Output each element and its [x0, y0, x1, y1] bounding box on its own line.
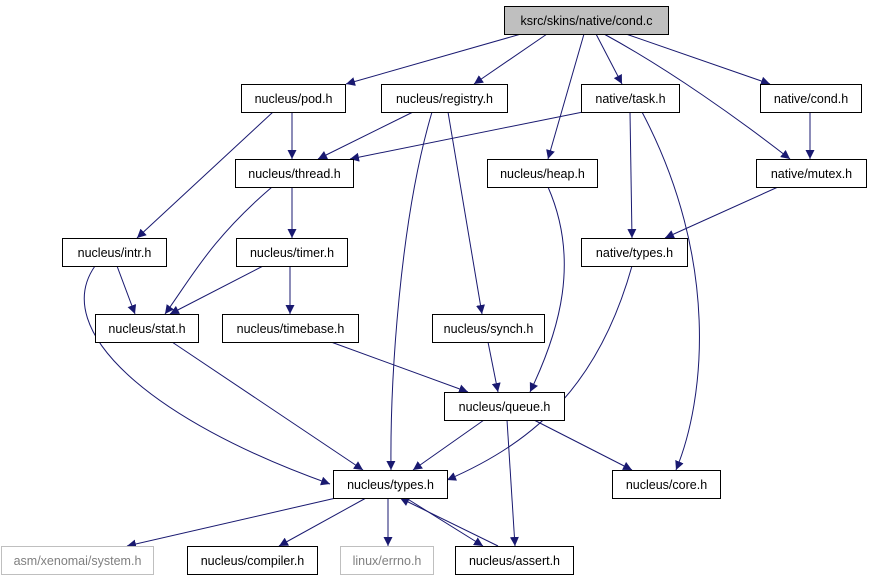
edge-ksrc-skins-native-cond-c-to-native-cond-h — [625, 33, 771, 86]
node-nucleus-stat-h[interactable]: nucleus/stat.h — [95, 314, 199, 343]
edge-nucleus-registry-h-to-nucleus-synch-h — [447, 111, 485, 315]
node-native-task-h[interactable]: native/task.h — [581, 84, 680, 113]
node-linux-errno-h: linux/errno.h — [340, 546, 434, 575]
node-nucleus-types-h[interactable]: nucleus/types.h — [333, 470, 448, 499]
node-nucleus-compiler-h[interactable]: nucleus/compiler.h — [187, 546, 318, 575]
edge-nucleus-types-h-to-nucleus-assert-h — [405, 497, 484, 547]
node-label: native/mutex.h — [771, 167, 852, 181]
edge-nucleus-types-h-to-nucleus-compiler-h — [278, 497, 367, 547]
node-label: nucleus/timebase.h — [237, 322, 345, 336]
node-nucleus-timer-h[interactable]: nucleus/timer.h — [236, 238, 348, 267]
node-label: native/task.h — [595, 92, 665, 106]
node-native-types-h[interactable]: native/types.h — [581, 238, 688, 267]
edge-nucleus-types-h-to-asm-xenomai-system-h — [126, 497, 337, 549]
edge-native-mutex-h-to-native-types-h — [664, 186, 779, 239]
node-label: ksrc/skins/native/cond.c — [521, 14, 653, 28]
node-label: native/types.h — [596, 246, 673, 260]
edge-ksrc-skins-native-cond-c-to-nucleus-pod-h — [345, 33, 522, 86]
node-label: nucleus/thread.h — [248, 167, 340, 181]
edge-nucleus-timebase-h-to-nucleus-queue-h — [330, 341, 469, 394]
node-nucleus-pod-h[interactable]: nucleus/pod.h — [241, 84, 346, 113]
edge-nucleus-queue-h-to-nucleus-types-h — [412, 419, 485, 471]
node-label: nucleus/queue.h — [459, 400, 551, 414]
node-nucleus-synch-h[interactable]: nucleus/synch.h — [432, 314, 545, 343]
edge-nucleus-timer-h-to-nucleus-stat-h — [169, 265, 264, 315]
edge-nucleus-queue-h-to-nucleus-assert-h — [506, 419, 519, 547]
edge-native-task-h-to-nucleus-core-h — [641, 111, 700, 471]
edge-native-types-h-to-nucleus-types-h — [446, 265, 633, 481]
edge-nucleus-heap-h-to-nucleus-queue-h — [529, 186, 565, 393]
edge-nucleus-queue-h-to-nucleus-core-h — [533, 419, 633, 471]
edges-layer — [83, 33, 815, 549]
node-label: nucleus/compiler.h — [201, 554, 305, 568]
node-label: linux/errno.h — [353, 554, 422, 568]
node-nucleus-assert-h[interactable]: nucleus/assert.h — [455, 546, 574, 575]
node-native-mutex-h[interactable]: native/mutex.h — [756, 159, 867, 188]
edge-nucleus-assert-h-to-nucleus-types-h — [399, 497, 499, 547]
node-native-cond-h[interactable]: native/cond.h — [760, 84, 862, 113]
node-label: nucleus/stat.h — [108, 322, 185, 336]
node-nucleus-registry-h[interactable]: nucleus/registry.h — [381, 84, 508, 113]
edge-nucleus-stat-h-to-nucleus-types-h — [171, 341, 364, 471]
node-asm-xenomai-system-h: asm/xenomai/system.h — [1, 546, 154, 575]
node-label: nucleus/timer.h — [250, 246, 334, 260]
node-label: nucleus/registry.h — [396, 92, 493, 106]
edge-nucleus-synch-h-to-nucleus-queue-h — [487, 341, 501, 393]
edge-nucleus-intr-h-to-nucleus-types-h — [83, 265, 331, 486]
node-label: nucleus/types.h — [347, 478, 434, 492]
node-nucleus-timebase-h[interactable]: nucleus/timebase.h — [222, 314, 359, 343]
edge-native-task-h-to-nucleus-thread-h — [349, 111, 584, 162]
node-nucleus-thread-h[interactable]: nucleus/thread.h — [235, 159, 354, 188]
edge-nucleus-pod-h-to-nucleus-intr-h — [136, 111, 274, 239]
edge-native-task-h-to-native-types-h — [627, 111, 637, 239]
edge-ksrc-skins-native-cond-c-to-nucleus-registry-h — [473, 33, 548, 85]
nodes-layer: ksrc/skins/native/cond.c nucleus/pod.h nuc… — [1, 6, 867, 575]
edge-ksrc-skins-native-cond-c-to-native-mutex-h — [603, 33, 791, 160]
node-nucleus-intr-h[interactable]: nucleus/intr.h — [62, 238, 167, 267]
edge-nucleus-thread-h-to-nucleus-stat-h — [164, 186, 273, 315]
edge-nucleus-intr-h-to-nucleus-stat-h — [116, 265, 137, 315]
edge-ksrc-skins-native-cond-c-to-nucleus-heap-h — [546, 33, 585, 160]
node-label: nucleus/heap.h — [500, 167, 585, 181]
node-label: nucleus/assert.h — [469, 554, 560, 568]
node-nucleus-queue-h[interactable]: nucleus/queue.h — [444, 392, 565, 421]
node-ksrc-skins-native-cond-c[interactable]: ksrc/skins/native/cond.c — [504, 6, 669, 35]
node-nucleus-core-h[interactable]: nucleus/core.h — [612, 470, 721, 499]
edge-nucleus-registry-h-to-nucleus-thread-h — [317, 111, 414, 160]
node-nucleus-heap-h[interactable]: nucleus/heap.h — [487, 159, 598, 188]
node-label: asm/xenomai/system.h — [14, 554, 142, 568]
node-label: nucleus/core.h — [626, 478, 707, 492]
edge-nucleus-registry-h-to-nucleus-types-h — [386, 111, 433, 471]
node-label: nucleus/pod.h — [255, 92, 333, 106]
node-label: nucleus/synch.h — [444, 322, 534, 336]
edge-ksrc-skins-native-cond-c-to-native-task-h — [595, 33, 623, 85]
node-label: nucleus/intr.h — [78, 246, 152, 260]
node-label: native/cond.h — [774, 92, 848, 106]
